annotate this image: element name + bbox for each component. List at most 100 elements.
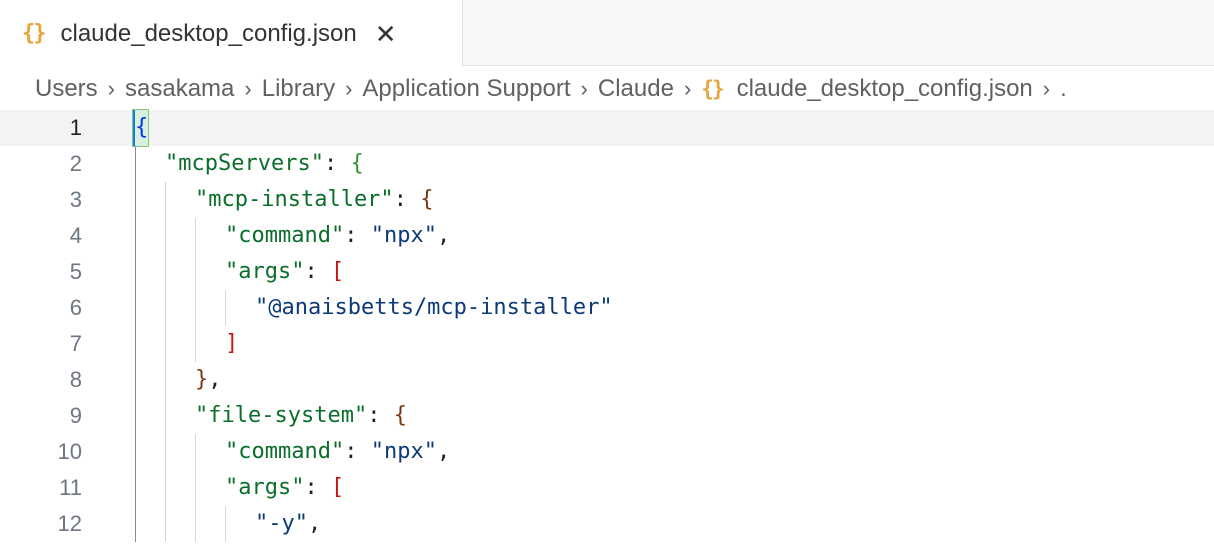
- breadcrumb-item-users[interactable]: Users: [35, 75, 98, 102]
- code-line[interactable]: 7]: [0, 326, 1214, 362]
- breadcrumb-item-application-support[interactable]: Application Support: [362, 75, 571, 102]
- indent-guide: [135, 290, 136, 326]
- line-number: 9: [69, 403, 82, 428]
- indent-guide: [165, 362, 166, 398]
- code-text: "command": "npx",: [225, 434, 450, 470]
- code-line[interactable]: 12"-y",: [0, 506, 1214, 542]
- code-token: "mcpServers": [165, 151, 324, 176]
- code-token: "file-system": [195, 403, 368, 428]
- matched-bracket: {: [131, 109, 150, 147]
- code-token: :: [304, 259, 331, 284]
- code-token: "-y": [255, 511, 308, 536]
- indent-guide: [195, 326, 196, 362]
- chevron-right-icon: ›: [345, 76, 353, 101]
- code-token: "@anaisbetts/mcp-installer": [255, 295, 613, 320]
- indent-guide: [135, 146, 136, 182]
- code-line[interactable]: 11 "args": [: [0, 470, 1214, 506]
- tab-bar: {} claude_desktop_config.json ✕: [0, 0, 1214, 67]
- code-token: "command": [225, 439, 345, 464]
- code-text: "@anaisbetts/mcp-installer": [255, 290, 613, 326]
- line-number: 10: [57, 439, 82, 464]
- indent-guide: [225, 290, 226, 326]
- code-token: {: [420, 187, 434, 212]
- code-token: :: [323, 151, 351, 176]
- indent-guide: [195, 506, 196, 542]
- indent-guide: [225, 506, 226, 542]
- code-token: ,: [436, 439, 451, 464]
- breadcrumb-item-file[interactable]: {} claude_desktop_config.json: [701, 75, 1033, 103]
- indent-guide: [165, 470, 166, 506]
- indent-guide: [165, 326, 166, 362]
- code-text: "file-system": {: [195, 398, 407, 434]
- code-token: [: [330, 475, 345, 500]
- code-token: :: [344, 439, 371, 464]
- code-token: :: [393, 187, 421, 212]
- code-text: "mcpServers": {: [165, 146, 364, 182]
- breadcrumb-overflow[interactable]: .: [1060, 75, 1067, 102]
- code-token: "mcp-installer": [195, 187, 394, 212]
- code-text: "-y",: [255, 506, 321, 542]
- json-braces-icon: {}: [22, 20, 46, 46]
- code-token: ,: [436, 223, 451, 248]
- code-line[interactable]: 1{: [0, 109, 1214, 147]
- code-token: ,: [208, 367, 222, 392]
- code-token: }: [195, 367, 209, 392]
- code-line[interactable]: 6"@anaisbetts/mcp-installer": [0, 290, 1214, 326]
- code-token: :: [367, 403, 394, 428]
- code-line[interactable]: 5 "args": [: [0, 254, 1214, 290]
- code-text: "args": [: [225, 470, 344, 506]
- tab-label: claude_desktop_config.json: [60, 19, 357, 47]
- indent-guide: [135, 506, 136, 542]
- code-text: "mcp-installer": {: [195, 182, 433, 218]
- line-number: 8: [69, 367, 82, 392]
- chevron-right-icon: ›: [107, 76, 115, 101]
- indent-guide: [165, 290, 166, 326]
- code-line[interactable]: 8},: [0, 362, 1214, 398]
- indent-guide: [135, 362, 136, 398]
- line-number: 4: [69, 223, 82, 248]
- line-number: 11: [59, 475, 82, 500]
- code-line[interactable]: 9 "file-system": {: [0, 398, 1214, 434]
- line-number: 5: [69, 259, 82, 284]
- code-token: {: [350, 151, 364, 176]
- code-line[interactable]: 4 "command": "npx",: [0, 218, 1214, 254]
- indent-guide: [135, 326, 136, 362]
- line-number: 2: [69, 151, 82, 176]
- code-line[interactable]: 10 "command": "npx",: [0, 434, 1214, 470]
- tab-claude-desktop-config[interactable]: {} claude_desktop_config.json ✕: [0, 0, 463, 67]
- indent-guide: [165, 218, 166, 254]
- line-number: 7: [69, 331, 82, 356]
- indent-guide: [195, 470, 196, 506]
- indent-guide: [195, 290, 196, 326]
- code-text: {: [131, 109, 150, 147]
- indent-guide: [195, 434, 196, 470]
- code-line[interactable]: 2 "mcpServers": {: [0, 146, 1214, 182]
- indent-guide: [135, 218, 136, 254]
- indent-guide: [135, 182, 136, 218]
- code-token: [: [330, 259, 345, 284]
- code-editor[interactable]: 1{ 2 "mcpServers": {3"mcp-installer": { 4 "c…: [0, 109, 1214, 544]
- chevron-right-icon: ›: [683, 76, 692, 101]
- json-braces-icon: {}: [701, 76, 724, 101]
- breadcrumb-item-claude[interactable]: Claude: [597, 75, 674, 102]
- breadcrumb-item-sasakama[interactable]: sasakama: [125, 75, 235, 102]
- code-token: "args": [225, 475, 305, 500]
- code-token: :: [304, 475, 331, 500]
- code-token: "npx": [370, 223, 437, 248]
- code-line[interactable]: 3"mcp-installer": {: [0, 182, 1214, 218]
- code-token: {: [393, 403, 407, 428]
- breadcrumb-item-library[interactable]: Library: [261, 75, 336, 102]
- indent-guide: [165, 506, 166, 542]
- indent-guide: [135, 254, 136, 290]
- indent-guide: [135, 398, 136, 434]
- indent-guide: [165, 398, 166, 434]
- indent-guide: [165, 182, 166, 218]
- code-token: "command": [225, 223, 345, 248]
- code-token: :: [344, 223, 371, 248]
- code-text: },: [195, 362, 222, 398]
- code-text: "args": [: [225, 254, 344, 290]
- code-token: ,: [307, 511, 322, 536]
- chevron-right-icon: ›: [244, 76, 252, 101]
- chevron-right-icon: ›: [580, 76, 588, 101]
- close-icon[interactable]: ✕: [374, 18, 397, 49]
